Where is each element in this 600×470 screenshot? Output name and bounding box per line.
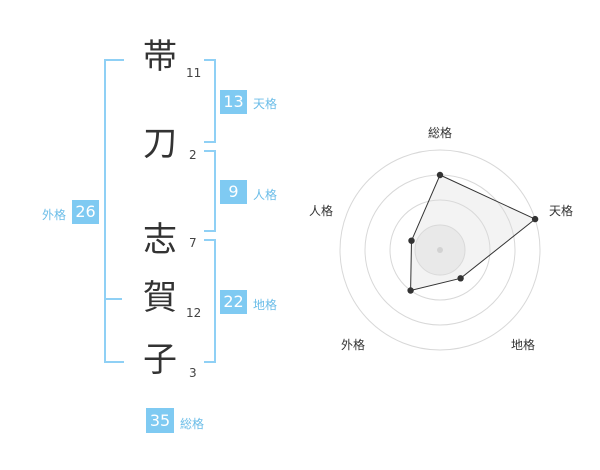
radar-ring-4 [339,149,541,351]
name-char-3: 志 [143,220,177,260]
chikaku-value: 22 [220,290,247,314]
stroke-count-1: 11 [186,66,202,80]
radar-point-tenkaku [531,215,539,223]
name-char-2: 刀 [143,124,177,164]
radar-center-dot [437,247,443,253]
radar-axis-label-jinkaku: 人格 [309,204,334,218]
stroke-count-2: 2 [189,148,197,162]
soukaku-label: 総格 [180,417,205,431]
tenkaku-label: 天格 [253,97,278,111]
jinkaku-label: 人格 [253,188,278,202]
stroke-count-3: 7 [189,236,197,250]
tenkaku-value: 13 [220,90,247,114]
name-char-4: 賀 [143,278,177,318]
radar-axis-label-gaikaku: 外格 [341,338,366,352]
chikaku-label: 地格 [253,298,278,312]
name-char-5: 子 [143,340,177,380]
radar-point-chikaku [457,275,464,282]
radar-ring-2 [389,199,491,301]
chikaku-bracket [204,239,216,363]
name-char-1: 帯 [143,37,177,77]
radar-axis-label-chikaku: 地格 [511,338,536,352]
radar-series-area [410,174,537,292]
stroke-count-5: 3 [189,366,197,380]
radar-point-jinkaku [408,237,415,244]
radar-axis-label-tenkaku: 天格 [549,204,574,218]
gaikaku-value: 26 [72,200,99,224]
radar-point-gaikaku [407,287,414,294]
soukaku-value: 35 [146,408,174,433]
radar-axis-label-soukaku: 総格 [428,126,453,140]
tenkaku-bracket [204,59,216,143]
jinkaku-bracket [204,150,216,232]
stroke-count-4: 12 [186,306,202,320]
jinkaku-value: 9 [220,180,247,204]
gaikaku-bracket-tick [104,298,122,300]
gaikaku-bracket [104,59,124,363]
radar-point-soukaku [436,171,444,179]
gaikaku-label: 外格 [42,208,67,222]
